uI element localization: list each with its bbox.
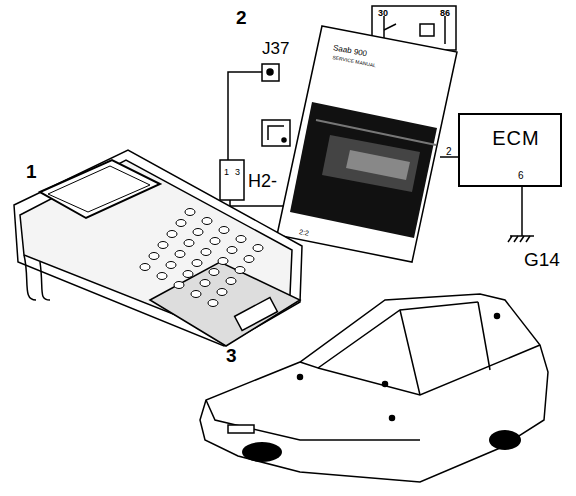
ground-symbol — [508, 236, 534, 242]
keypad-key — [236, 236, 246, 243]
connector-symbol — [262, 64, 279, 81]
keypad-key — [217, 289, 227, 296]
keypad-key — [191, 291, 201, 298]
callout-number: 2 — [236, 8, 247, 27]
keypad-key — [193, 229, 203, 236]
pin-number: 2 — [446, 147, 452, 157]
pin-number: 3 — [235, 168, 240, 177]
keypad-key — [158, 242, 168, 249]
keypad-key — [192, 260, 202, 267]
keypad-key — [157, 273, 167, 280]
keypad-key — [210, 238, 220, 245]
keypad-key — [140, 264, 150, 271]
component-symbol — [262, 120, 290, 146]
callout-number: 3 — [226, 346, 237, 365]
pin-number: 1 — [224, 168, 229, 177]
keypad-key — [176, 220, 186, 227]
keypad-key — [218, 258, 228, 265]
keypad-key — [202, 218, 212, 225]
keypad-key — [174, 282, 184, 289]
keypad-key — [208, 300, 218, 307]
callout-number: 1 — [26, 162, 37, 181]
keypad-key — [166, 262, 176, 269]
connector-name: J37 — [262, 40, 289, 57]
keypad-key — [167, 231, 177, 238]
service-manual — [277, 26, 457, 262]
keypad-key — [253, 245, 263, 252]
keypad-key — [244, 256, 254, 263]
car — [200, 294, 548, 482]
scan-tool — [14, 150, 302, 346]
keypad-key — [183, 271, 193, 278]
keypad-key — [209, 269, 219, 276]
node-label: ECM — [492, 127, 539, 150]
keypad-key — [226, 278, 236, 285]
keypad-key — [200, 280, 210, 287]
keypad-key — [227, 247, 237, 254]
wire — [228, 72, 262, 160]
keypad-key — [185, 209, 195, 216]
keypad-key — [219, 227, 229, 234]
pin-number: 6 — [518, 171, 524, 181]
connector-name: H2- — [248, 172, 277, 190]
ground-name: G14 — [524, 250, 560, 269]
keypad-key — [235, 267, 245, 274]
page-number: 2:2 — [299, 228, 310, 237]
keypad-key — [184, 240, 194, 247]
pin-number: 86 — [440, 9, 450, 18]
keypad-key — [175, 251, 185, 258]
pin-number: 30 — [378, 9, 388, 18]
keypad-key — [201, 249, 211, 256]
connector-symbol — [220, 160, 244, 200]
keypad-key — [149, 253, 159, 260]
book-subtitle: SERVICE MANUAL — [332, 55, 376, 68]
control-module-box: ECM — [458, 113, 562, 187]
wire — [521, 187, 523, 236]
